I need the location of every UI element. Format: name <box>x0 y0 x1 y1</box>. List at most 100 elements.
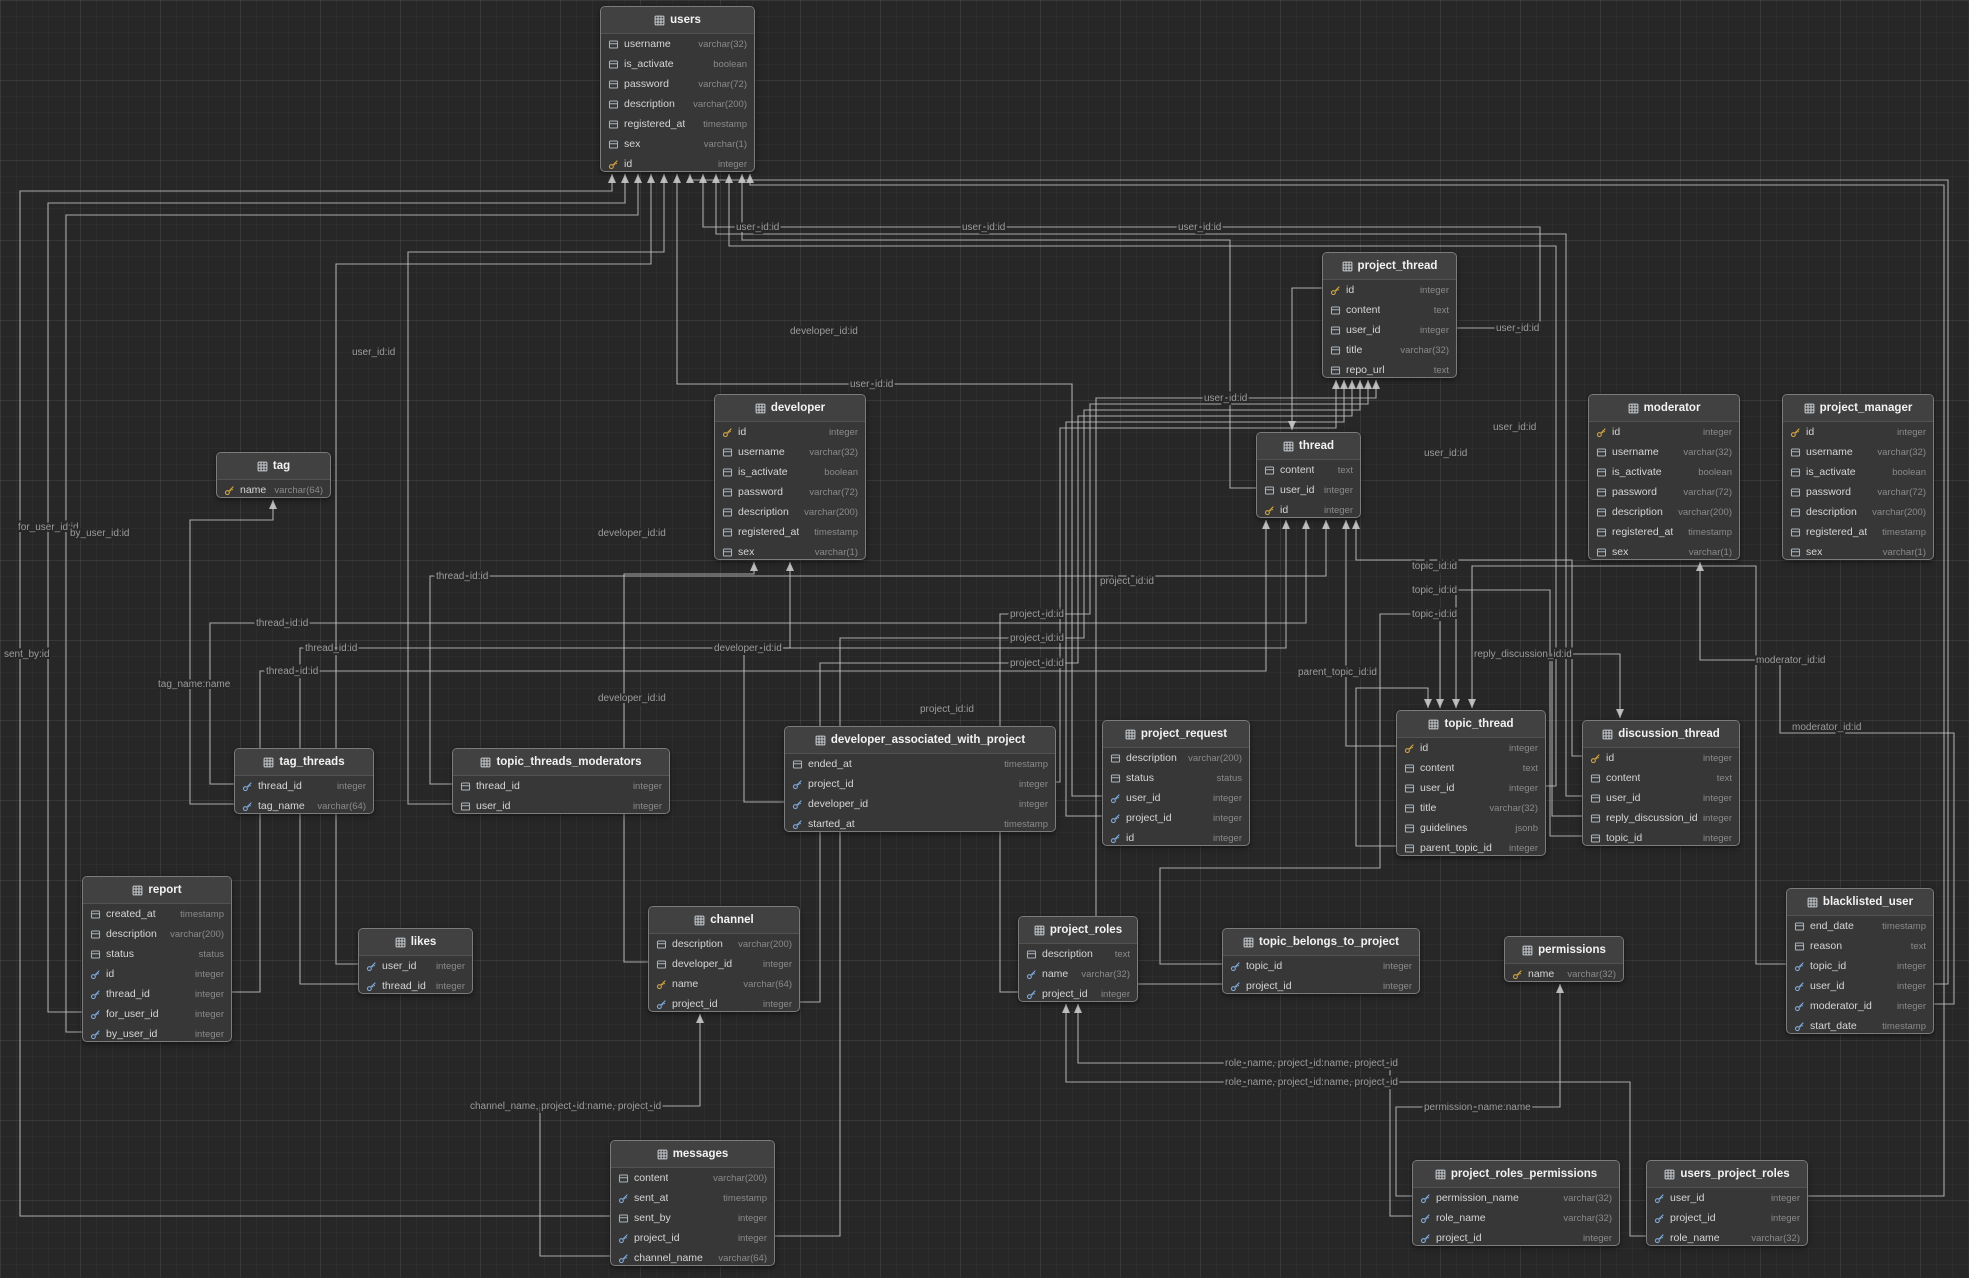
table-icon <box>1522 945 1533 956</box>
field-type: varchar(32) <box>1683 446 1732 458</box>
key-icon <box>90 1009 101 1020</box>
table-header-project_roles[interactable]: project_roles <box>1019 917 1137 944</box>
field-type: status <box>198 948 224 960</box>
field-name: user_id <box>1810 980 1845 992</box>
field-name: content <box>1420 762 1455 774</box>
field-type: text <box>1522 762 1538 774</box>
column-icon <box>722 487 733 498</box>
table-header-project_request[interactable]: project_request <box>1103 721 1249 748</box>
table-name: users_project_roles <box>1680 1168 1790 1180</box>
key-icon <box>242 801 253 812</box>
table-header-project_roles_permissions[interactable]: project_roles_permissions <box>1413 1161 1619 1188</box>
column-icon <box>792 759 803 770</box>
field-name: user_id <box>1670 1192 1705 1204</box>
table-header-developer[interactable]: developer <box>715 395 865 422</box>
column-icon <box>618 1213 629 1224</box>
column-icon <box>608 39 619 50</box>
field-name: name <box>1042 968 1069 980</box>
key-icon <box>90 1029 101 1040</box>
table-icon <box>654 15 665 26</box>
table-header-project_thread[interactable]: project_thread <box>1323 253 1456 280</box>
table-header-developer_associated_with_project[interactable]: developer_associated_with_project <box>785 727 1055 754</box>
edge-label: user_id:id <box>850 379 893 390</box>
field-name: status <box>106 948 135 960</box>
table-header-moderator[interactable]: moderator <box>1589 395 1739 422</box>
field-type: boolean <box>713 58 747 70</box>
table-header-thread[interactable]: thread <box>1257 433 1360 460</box>
field-type: text <box>1114 948 1130 960</box>
key-icon <box>1794 961 1805 972</box>
table-header-likes[interactable]: likes <box>359 929 472 956</box>
table-header-discussion_thread[interactable]: discussion_thread <box>1583 721 1739 748</box>
table-header-messages[interactable]: messages <box>611 1141 774 1168</box>
table-header-topic_thread[interactable]: topic_thread <box>1397 711 1545 738</box>
table-header-tag_threads[interactable]: tag_threads <box>235 749 373 776</box>
field-type: boolean <box>1892 466 1926 478</box>
field-name: is_activate <box>624 58 674 70</box>
table-header-report[interactable]: report <box>83 877 231 904</box>
key-icon <box>1110 813 1121 824</box>
edge-label: permission_name:name <box>1424 1102 1531 1113</box>
edge-label: moderator_id:id <box>1792 722 1861 733</box>
relationship-edge topic_belongs_to_project.project_id to project_thread.id <box>1095 380 1377 985</box>
field-name: user_id <box>382 960 417 972</box>
relationship-edge messages.channel_name,project_id to channel <box>539 1014 701 1257</box>
field-type: varchar(72) <box>1683 486 1732 498</box>
key-icon <box>90 989 101 1000</box>
table-header-permissions[interactable]: permissions <box>1505 937 1623 964</box>
column-icon <box>1790 447 1801 458</box>
table-name: discussion_thread <box>1618 728 1720 740</box>
field-type: integer <box>1419 324 1449 336</box>
field-type: integer <box>194 968 224 980</box>
table-header-project_manager[interactable]: project_manager <box>1783 395 1933 422</box>
table-header-topic_threads_moderators[interactable]: topic_threads_moderators <box>453 749 669 776</box>
table-name: tag_threads <box>279 756 345 768</box>
edge-arrowhead <box>673 174 681 183</box>
key-icon <box>792 799 803 810</box>
table-header-channel[interactable]: channel <box>649 907 799 934</box>
table-header-users[interactable]: users <box>601 7 754 34</box>
edge-label: developer_id:id <box>598 693 666 704</box>
table-header-tag[interactable]: tag <box>217 453 330 480</box>
edge-label: user_id:id <box>352 347 395 358</box>
table-header-users_project_roles[interactable]: users_project_roles <box>1647 1161 1807 1188</box>
field-name: name <box>672 978 699 990</box>
table-header-blacklisted_user[interactable]: blacklisted_user <box>1787 889 1933 916</box>
relationship-edge tag_threads.tag_name to tag.name <box>189 500 274 805</box>
edge-arrowhead <box>1340 380 1348 389</box>
table-icon <box>1435 1169 1446 1180</box>
table-header-topic_belongs_to_project[interactable]: topic_belongs_to_project <box>1223 929 1419 956</box>
field-name: is_activate <box>1806 466 1856 478</box>
